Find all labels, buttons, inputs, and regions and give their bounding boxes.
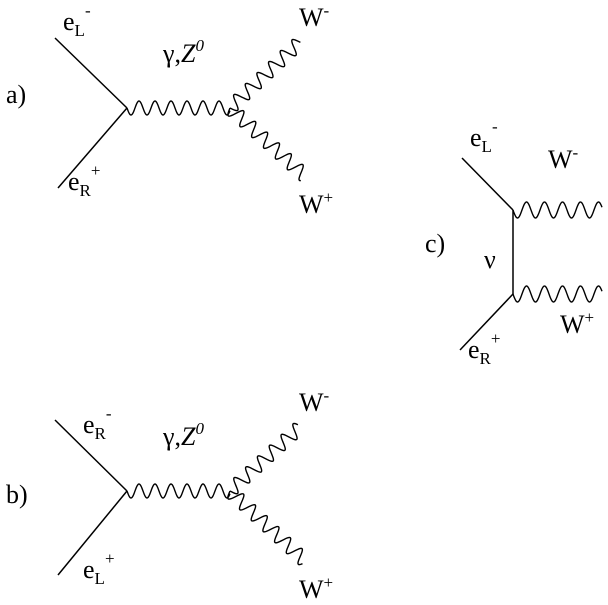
propagator-wave-b: [126, 483, 231, 499]
incoming-top-label-a: eL-: [63, 1, 91, 40]
incoming-top-label-b: eR-: [83, 404, 112, 443]
propagator-wave-a: [126, 100, 231, 116]
diagram-b: b) eR- eL+ γ,Z0 W- W+: [6, 386, 333, 604]
incoming-bottom-label-a: eR+: [68, 161, 100, 200]
propagator-label-c: ν: [484, 245, 496, 274]
outgoing-wave-bottom-c: [512, 285, 603, 303]
diagram-c: c) eL- eR+ ν W- W+: [425, 117, 603, 368]
outgoing-wave-top-c: [512, 201, 603, 219]
outgoing-top-label-c: W-: [548, 143, 579, 174]
propagator-label-a: γ,Z0: [162, 36, 204, 68]
outgoing-wave-top-a: [229, 38, 301, 112]
incoming-bottom-label-c: eR+: [468, 329, 500, 368]
outgoing-top-label-a: W-: [299, 1, 330, 32]
fermion-line-incoming-bottom-b: [57, 490, 128, 576]
outgoing-top-label-b: W-: [299, 386, 330, 417]
outgoing-bottom-label-b: W+: [299, 573, 333, 604]
panel-label-c: c): [425, 229, 445, 258]
outgoing-wave-top-b: [229, 422, 299, 495]
outgoing-wave-bottom-a: [227, 107, 304, 182]
panel-label-a: a): [6, 80, 26, 109]
outgoing-bottom-label-a: W+: [299, 188, 333, 219]
outgoing-bottom-label-c: W+: [560, 308, 594, 339]
incoming-top-label-c: eL-: [470, 117, 498, 156]
fermion-line-incoming-bottom-c: [459, 293, 514, 351]
fermion-line-incoming-top-b: [54, 419, 128, 492]
diagram-a: a) eL- eR+ γ,Z0 W- W+: [6, 1, 333, 219]
panel-label-b: b): [6, 480, 28, 509]
fermion-line-incoming-top-a: [54, 37, 128, 109]
outgoing-wave-bottom-b: [227, 490, 304, 566]
fermion-line-incoming-bottom-a: [57, 107, 128, 189]
propagator-label-b: γ,Z0: [162, 419, 204, 451]
incoming-bottom-label-b: eL+: [83, 549, 115, 588]
fermion-line-incoming-top-c: [461, 157, 514, 211]
